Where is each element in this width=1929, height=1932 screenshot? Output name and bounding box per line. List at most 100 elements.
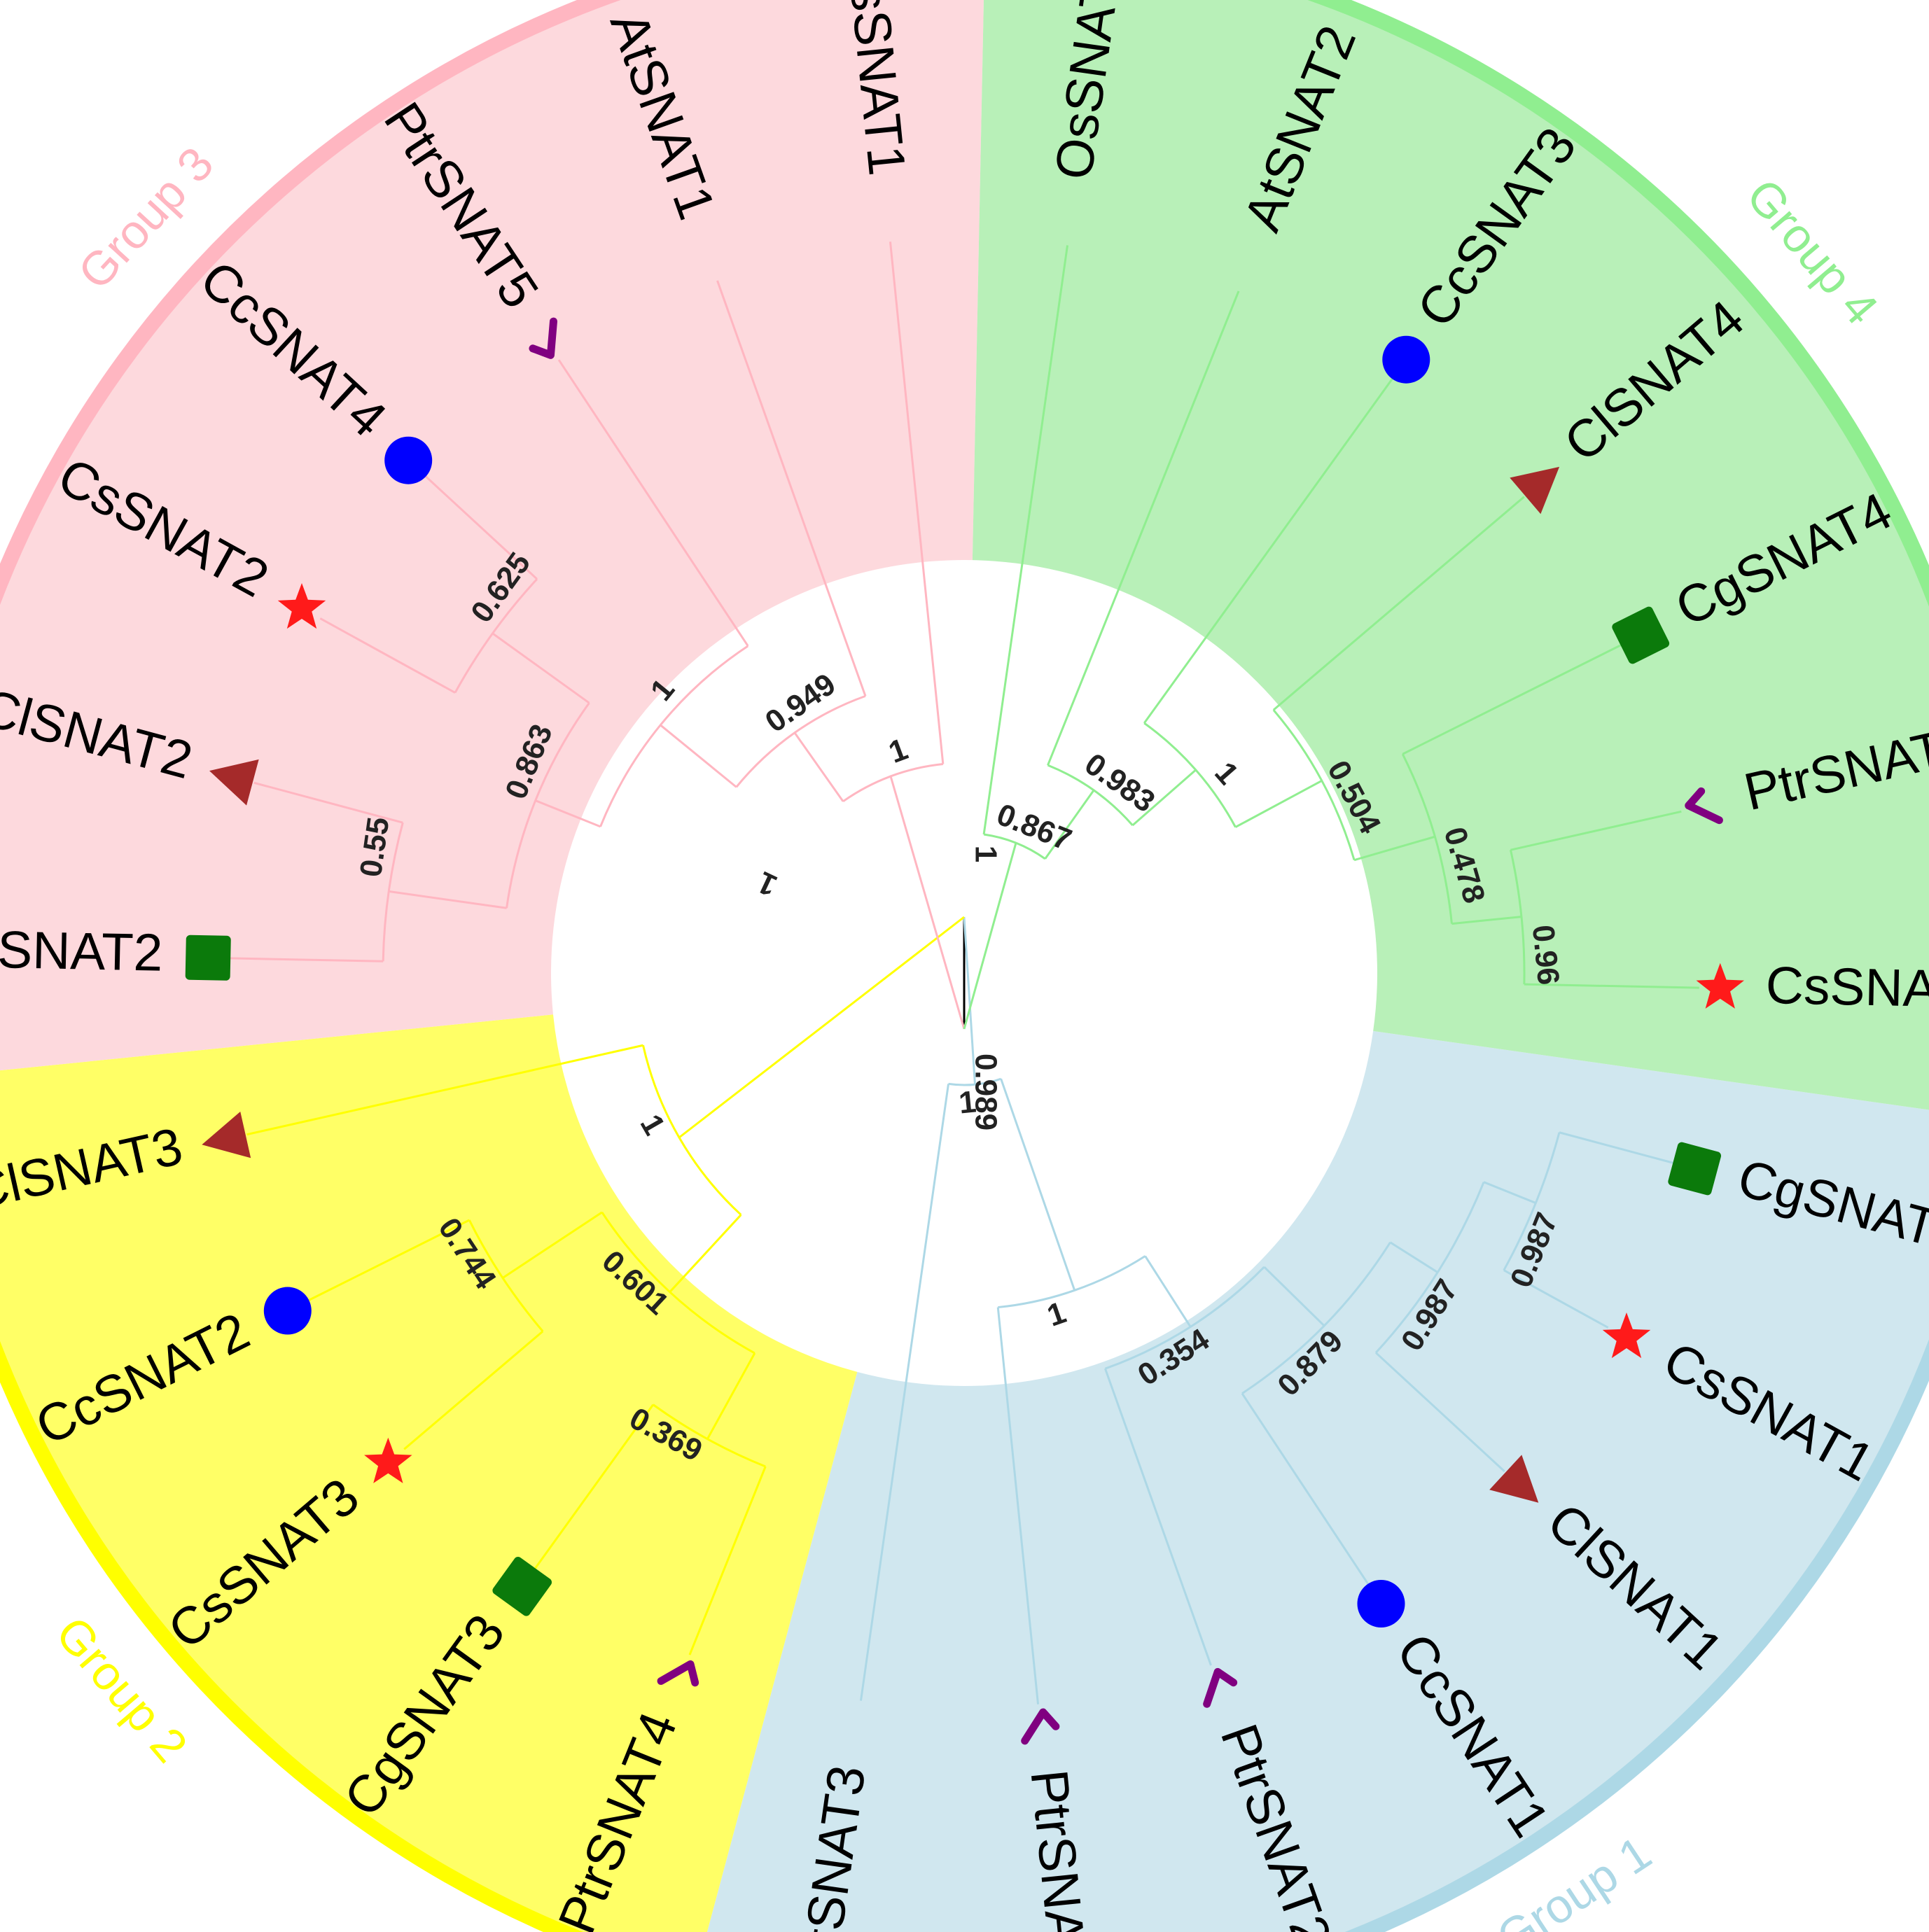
ring-group-4 [1307, 0, 1929, 607]
branch-line [1483, 1181, 1536, 1204]
leaf-label: CsSNAT4 [1765, 955, 1929, 1019]
branch-line [996, 1307, 1040, 1704]
sector-group-1 [706, 1030, 1929, 1932]
branch-line [1104, 1368, 1212, 1666]
branch-arc [1272, 709, 1356, 861]
branch-line [688, 1466, 767, 1656]
branch-line [963, 842, 1017, 1030]
ring-group-3 [0, 0, 621, 606]
support-value: 1 [1208, 755, 1245, 791]
sector-group-4 [972, 0, 1929, 1110]
support-value: 0.96 [1526, 923, 1566, 986]
leaf-cssnat4: CsSNAT4 [1696, 955, 1929, 1019]
branch-line [859, 1084, 950, 1701]
blue-circle-icon [263, 1287, 312, 1335]
branch-line [229, 957, 384, 962]
branch-arc [1143, 722, 1237, 828]
branch-arc [382, 822, 404, 962]
purple-check-icon [1203, 1667, 1238, 1708]
branch-line [889, 241, 945, 764]
branch-line [1044, 790, 1095, 860]
branch-line [1510, 810, 1682, 851]
branch-line [403, 1330, 544, 1450]
brown-triangle-icon [1489, 1455, 1539, 1503]
support-value: 1 [957, 1084, 977, 1120]
tree-branches [229, 241, 1699, 1704]
branch-line [502, 1211, 603, 1279]
branch-line [534, 1404, 654, 1570]
red-star-icon [1602, 1312, 1651, 1359]
branch-line [1524, 983, 1699, 989]
branch-line [889, 776, 966, 1030]
support-value: 1 [968, 846, 1003, 862]
leaf-label: CgSNAT2 [0, 918, 163, 982]
brown-triangle-icon [1510, 466, 1560, 514]
branch-line [1353, 835, 1435, 862]
branch-arc [948, 1077, 1002, 1086]
support-value: 0.989 [968, 1054, 1003, 1130]
brown-triangle-icon [202, 1111, 251, 1158]
purple-check-icon [529, 317, 558, 359]
branch-line [1559, 1131, 1675, 1165]
branch-arc [1509, 849, 1526, 985]
branch-line [1047, 290, 1240, 766]
branch-line [1131, 769, 1197, 827]
branch-line [319, 617, 456, 694]
branch-arc [735, 694, 866, 788]
branch-line [1389, 1241, 1438, 1273]
support-value: 1 [752, 864, 782, 903]
branch-arc [454, 578, 538, 694]
branch-arc [1104, 1266, 1265, 1370]
branch-arc [1503, 1132, 1561, 1271]
support-value: 0.867 [992, 797, 1076, 858]
branch-line [1000, 1078, 1076, 1291]
branch-line [253, 781, 403, 824]
ring-group-2 [0, 1340, 584, 1932]
branch-arc [601, 1212, 755, 1354]
red-star-icon [364, 1437, 412, 1483]
leaf-cgsnat2: CgSNAT2 [0, 918, 231, 982]
branch-line [963, 916, 976, 1085]
branch-line [1503, 1269, 1609, 1329]
branch-arc [1047, 764, 1134, 826]
sector-group-2 [0, 1014, 858, 1932]
branch-line [1451, 916, 1522, 925]
support-value: 1 [884, 732, 912, 770]
branch-line [678, 916, 965, 1139]
branch-line [305, 1219, 470, 1303]
support-value: 1 [1043, 1295, 1070, 1333]
branch-line [1263, 1266, 1325, 1327]
branch-line [535, 799, 601, 828]
support-value: 1 [634, 1109, 672, 1141]
branch-line [1144, 1255, 1192, 1328]
blue-circle-icon [1382, 335, 1430, 384]
green-square-icon [492, 1556, 552, 1616]
branch-arc [1401, 753, 1453, 924]
branch-arc [599, 645, 749, 827]
ring-group-1 [1344, 1339, 1929, 1932]
branch-line [982, 245, 1069, 835]
branch-line [706, 1352, 756, 1440]
branch-line [1234, 779, 1323, 828]
purple-check-icon [657, 1660, 699, 1687]
branch-arc [468, 1219, 544, 1332]
branch-arc [1241, 1242, 1391, 1394]
blue-circle-icon [1357, 1579, 1405, 1628]
branch-arc [1374, 1182, 1485, 1354]
branch-line [669, 1214, 742, 1293]
purple-check-icon [1685, 787, 1723, 825]
branch-line [389, 890, 507, 909]
branch-line [660, 724, 737, 788]
branch-line [1241, 1392, 1371, 1587]
branch-arc [506, 702, 590, 909]
blue-circle-icon [384, 436, 433, 484]
purple-check-icon [1021, 1708, 1060, 1745]
branch-arc [652, 1404, 766, 1468]
branch-line [492, 632, 590, 704]
branch-arc [998, 1255, 1146, 1309]
branch-line [1143, 376, 1395, 724]
red-star-icon [1696, 962, 1745, 1009]
green-square-icon [185, 934, 231, 981]
branch-line [557, 359, 749, 647]
